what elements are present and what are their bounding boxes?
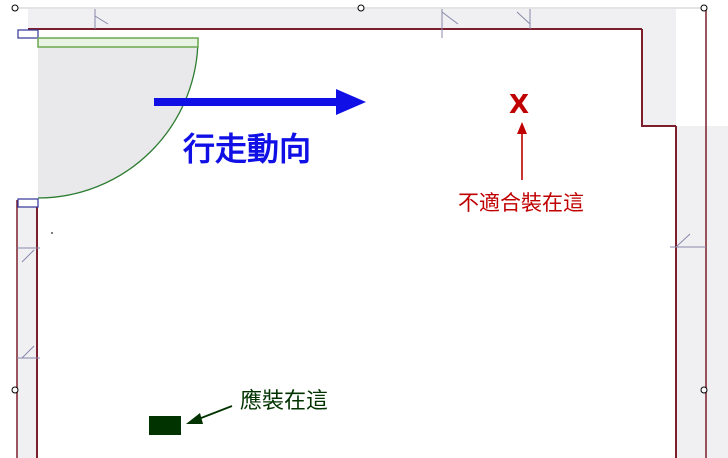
selection-handle-top-center[interactable] <box>357 4 365 12</box>
not-suitable-pointer-arrow <box>517 122 527 180</box>
install-pointer-arrow <box>186 405 233 424</box>
install-device-marker <box>149 416 181 435</box>
right-wall-fill <box>676 126 728 458</box>
selection-handle-middle-right[interactable] <box>700 386 708 394</box>
door-leaf <box>37 37 199 48</box>
door-frame-top <box>17 29 39 39</box>
selection-handle-top-right[interactable] <box>700 4 708 12</box>
right-column-outline <box>641 29 676 127</box>
right-column-fill <box>642 9 676 126</box>
walk-direction-label: 行走動向 <box>183 130 311 168</box>
not-suitable-label: 不適合裝在這 <box>458 191 584 215</box>
plan-dot <box>51 232 53 234</box>
selection-handle-top-left[interactable] <box>11 4 19 12</box>
walk-direction-arrow <box>154 89 366 115</box>
selection-handle-middle-left[interactable] <box>11 386 19 394</box>
selection-handles[interactable] <box>11 4 708 394</box>
left-wall-fill <box>17 200 37 458</box>
not-suitable-x-mark: X <box>509 90 529 120</box>
install-here-label: 應裝在這 <box>240 388 328 414</box>
door-swing-arc <box>37 37 199 199</box>
door-frame-bottom <box>17 198 39 208</box>
door-swing-area <box>38 38 198 198</box>
top-wall-fill <box>28 9 642 29</box>
wall-tick-marks <box>17 9 706 359</box>
